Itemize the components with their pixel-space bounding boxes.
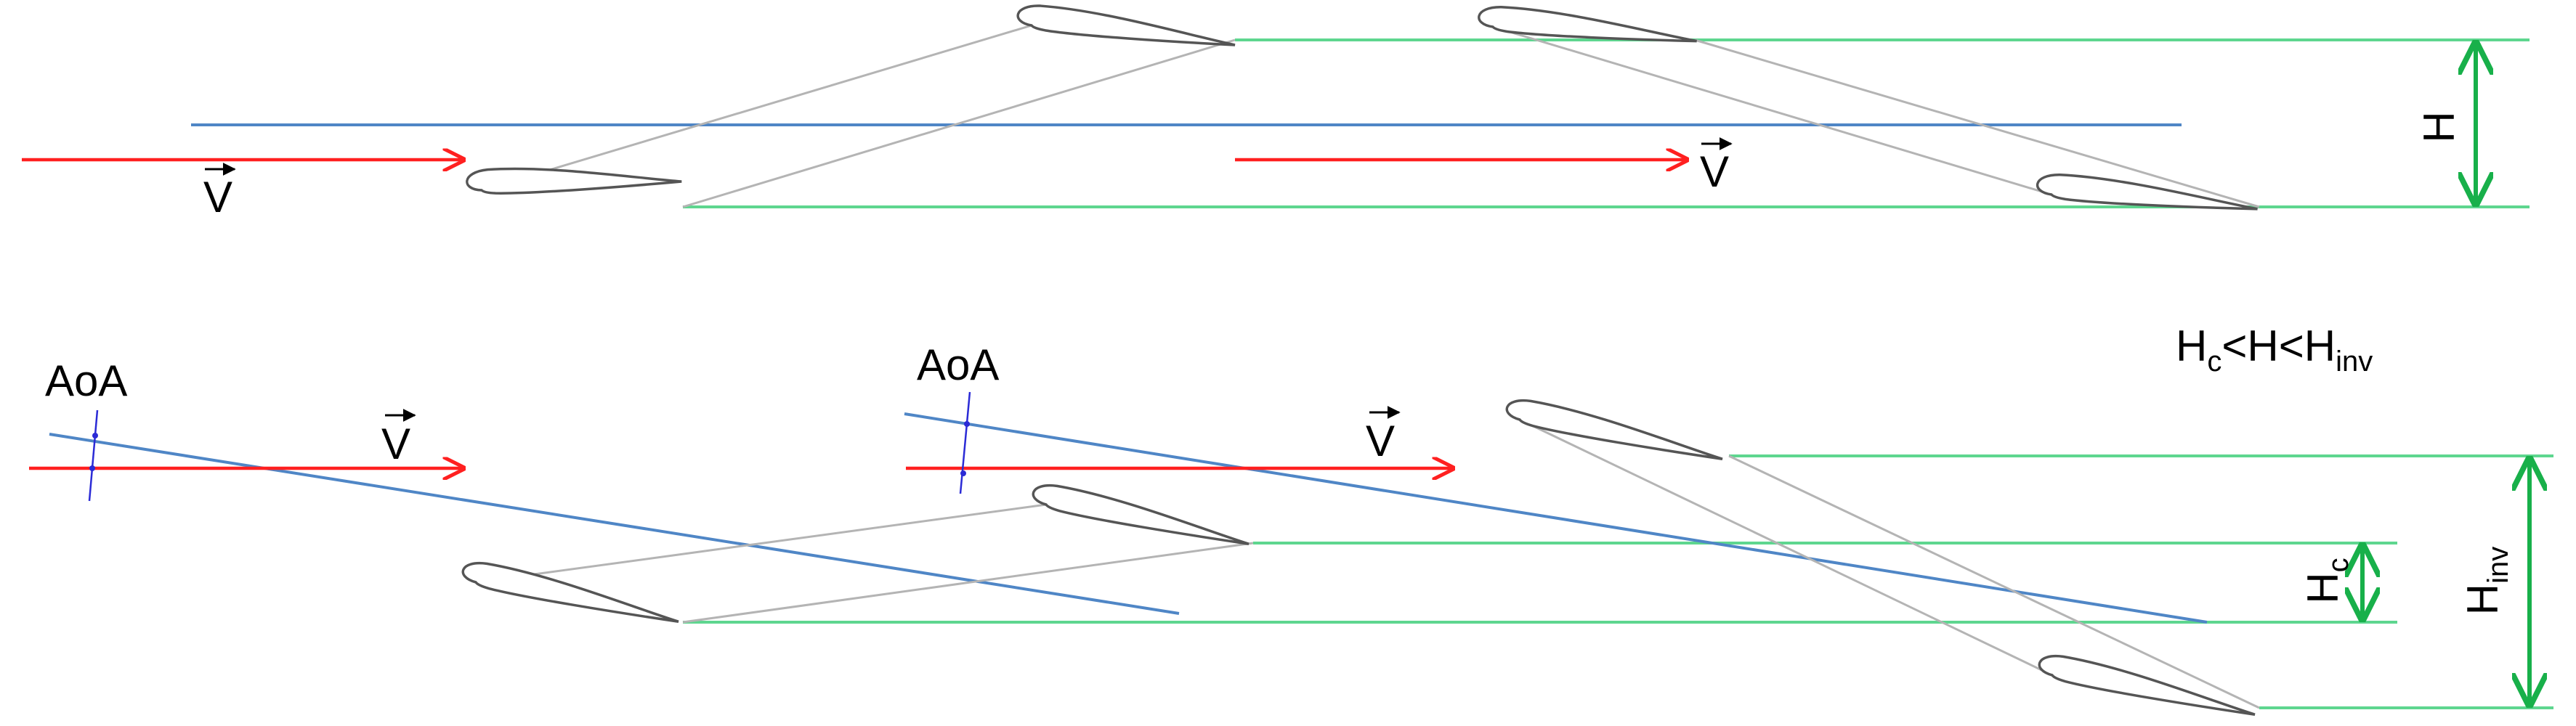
aoa-label-left: AoA (45, 356, 127, 405)
chord-line-bottom-right (904, 412, 2208, 624)
top-panel: V V H (22, 2, 2530, 221)
aoa-marker-dot (89, 465, 95, 471)
velocity-label: V (1700, 147, 1729, 196)
aoa-marker-middle (959, 391, 971, 494)
velocity-label: V (381, 420, 410, 468)
chord-line-bottom-left (49, 433, 1180, 615)
hc-label: Hc (2298, 558, 2354, 603)
hc-label-base: H (2298, 572, 2347, 603)
velocity-label: V (1366, 417, 1395, 465)
velocity-label-top-right: V (1700, 137, 1733, 196)
connector-line (481, 24, 1032, 192)
connector-line (475, 503, 1047, 584)
height-inequality: Hc<H<Hinv (2176, 322, 2373, 378)
airfoil-upper-leading-2 (1029, 480, 1255, 550)
connector-line (1728, 454, 2260, 709)
connector-line (682, 38, 1236, 208)
ineq-lt-2: < (2279, 322, 2304, 370)
ineq-h-base: H (2176, 322, 2207, 370)
ineq-h-end: H (2304, 322, 2336, 370)
aoa-marker-left (88, 409, 99, 502)
height-label: H (2415, 111, 2463, 142)
velocity-label-bottom-left: V (381, 409, 416, 468)
hinv-label-base: H (2458, 584, 2507, 615)
hinv-label-sub: inv (2482, 547, 2514, 584)
aoa-marker-dot (92, 433, 98, 439)
airfoil-lower-leading (465, 160, 684, 197)
aoa-marker-dot (964, 421, 970, 427)
hinv-label: Hinv (2458, 547, 2514, 615)
airfoil-upper-trailing-2 (1503, 395, 1728, 465)
velocity-label-top-left: V (203, 163, 236, 221)
connector-line (1519, 418, 2053, 677)
connector-line (1694, 38, 2260, 208)
airfoil-upper-leading (1015, 2, 1239, 51)
airfoil-lower-trailing-2 (2036, 650, 2261, 720)
ineq-h-mid: H (2247, 322, 2278, 370)
ineq-c-sub: c (2207, 346, 2221, 378)
hc-label-sub: c (2322, 558, 2354, 572)
aoa-marker-dot (960, 470, 966, 476)
ineq-lt-1: < (2221, 322, 2247, 370)
aoa-label-middle: AoA (917, 340, 999, 389)
velocity-label-bottom-middle: V (1366, 406, 1401, 465)
connector-line (1492, 25, 2052, 196)
ineq-inv-sub: inv (2336, 346, 2373, 378)
bottom-panel: AoA V AoA V Hc<H<Hinv Hc Hinv (29, 322, 2553, 720)
velocity-label: V (203, 173, 232, 221)
connector-line (682, 542, 1254, 624)
